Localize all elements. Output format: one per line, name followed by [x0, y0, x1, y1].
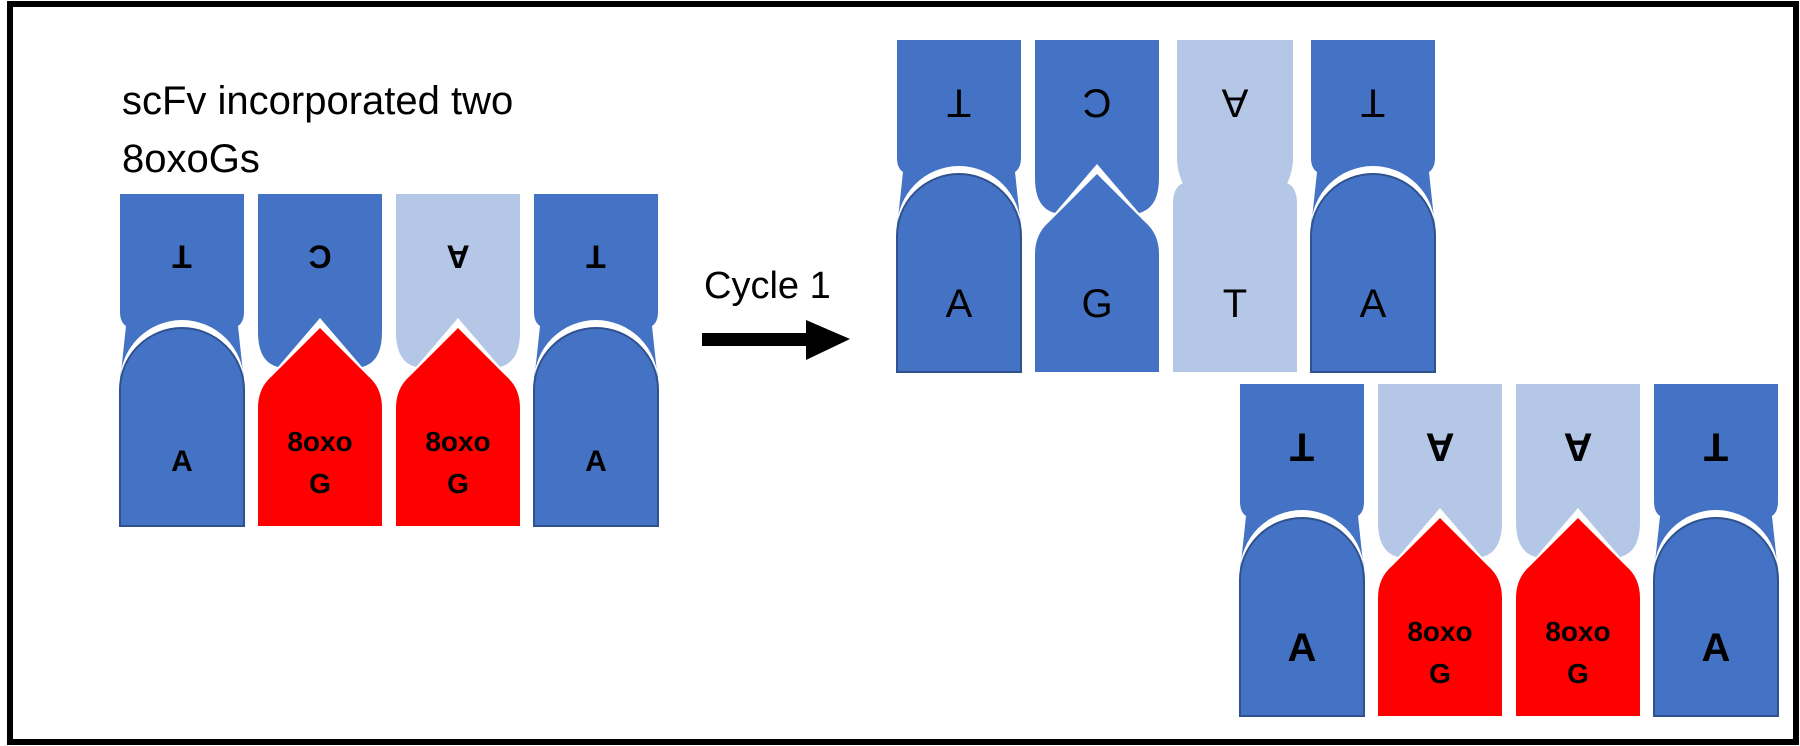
top-base: C: [258, 194, 382, 367]
right-arrow-icon: [702, 320, 850, 360]
bottom-base: A: [1239, 517, 1365, 717]
bottom-base: 8oxoG: [1378, 518, 1502, 716]
top-base: T: [1311, 40, 1435, 228]
bottom-base: 8oxoG: [396, 328, 520, 526]
bottom-base-letter: 8oxo: [1545, 616, 1610, 647]
bottom-base-letter: A: [946, 282, 973, 326]
top-base-letter: A: [446, 239, 469, 275]
top-base-letter: T: [1290, 424, 1314, 468]
top-base: T: [1240, 384, 1364, 572]
caption-line-1: scFv incorporated two: [122, 79, 513, 123]
top-base-letter: C: [308, 239, 331, 275]
panel-product-duplex-1: T C A T A G T A: [896, 40, 1436, 373]
top-base-letter: T: [586, 239, 606, 275]
top-base-letter: A: [1221, 80, 1248, 124]
bottom-base: A: [533, 327, 659, 527]
top-base-letter: T: [172, 239, 192, 275]
bottom-base-letter: A: [585, 445, 607, 478]
bottom-base-letter: 8oxo: [425, 426, 490, 457]
top-base-letter: T: [947, 80, 971, 124]
top-base-letter: T: [1704, 424, 1728, 468]
top-base: T: [897, 40, 1021, 228]
top-base-letter: T: [1361, 80, 1385, 124]
bottom-base-letter: G: [1081, 282, 1112, 326]
bottom-base-letter: A: [1702, 626, 1731, 670]
bottom-base: 8oxoG: [1516, 518, 1640, 716]
bottom-base: A: [119, 327, 245, 527]
top-base: A: [1516, 384, 1640, 557]
top-base: C: [1035, 40, 1159, 213]
top-base: T: [534, 194, 658, 382]
bottom-base-letter: G: [309, 468, 331, 499]
bottom-base: A: [1310, 173, 1436, 373]
bottom-base-letter: A: [1288, 626, 1317, 670]
bottom-base-letter: G: [447, 468, 469, 499]
bottom-base-letter: A: [171, 445, 193, 478]
top-base-letter: A: [1426, 424, 1455, 468]
bottom-base-letter: G: [1567, 658, 1589, 689]
top-base: T: [120, 194, 244, 382]
bottom-base: 8oxoG: [258, 328, 382, 526]
bottom-base-letter: T: [1223, 282, 1247, 326]
arrow-label: Cycle 1: [704, 265, 831, 307]
top-base-letter: A: [1564, 424, 1593, 468]
bottom-base-letter: 8oxo: [1407, 616, 1472, 647]
bottom-base-letter: 8oxo: [287, 426, 352, 457]
top-base-letter: C: [1083, 80, 1112, 124]
top-base: T: [1654, 384, 1778, 572]
bottom-base: G: [1035, 174, 1159, 372]
top-base: A: [1177, 40, 1293, 216]
bottom-base: T: [1173, 182, 1297, 372]
top-base: A: [396, 194, 520, 367]
bottom-base: A: [896, 173, 1022, 373]
caption-line-2: 8oxoGs: [122, 137, 260, 181]
bottom-base: A: [1653, 517, 1779, 717]
top-base: A: [1378, 384, 1502, 557]
bottom-base-letter: A: [1360, 282, 1387, 326]
bottom-base-letter: G: [1429, 658, 1451, 689]
